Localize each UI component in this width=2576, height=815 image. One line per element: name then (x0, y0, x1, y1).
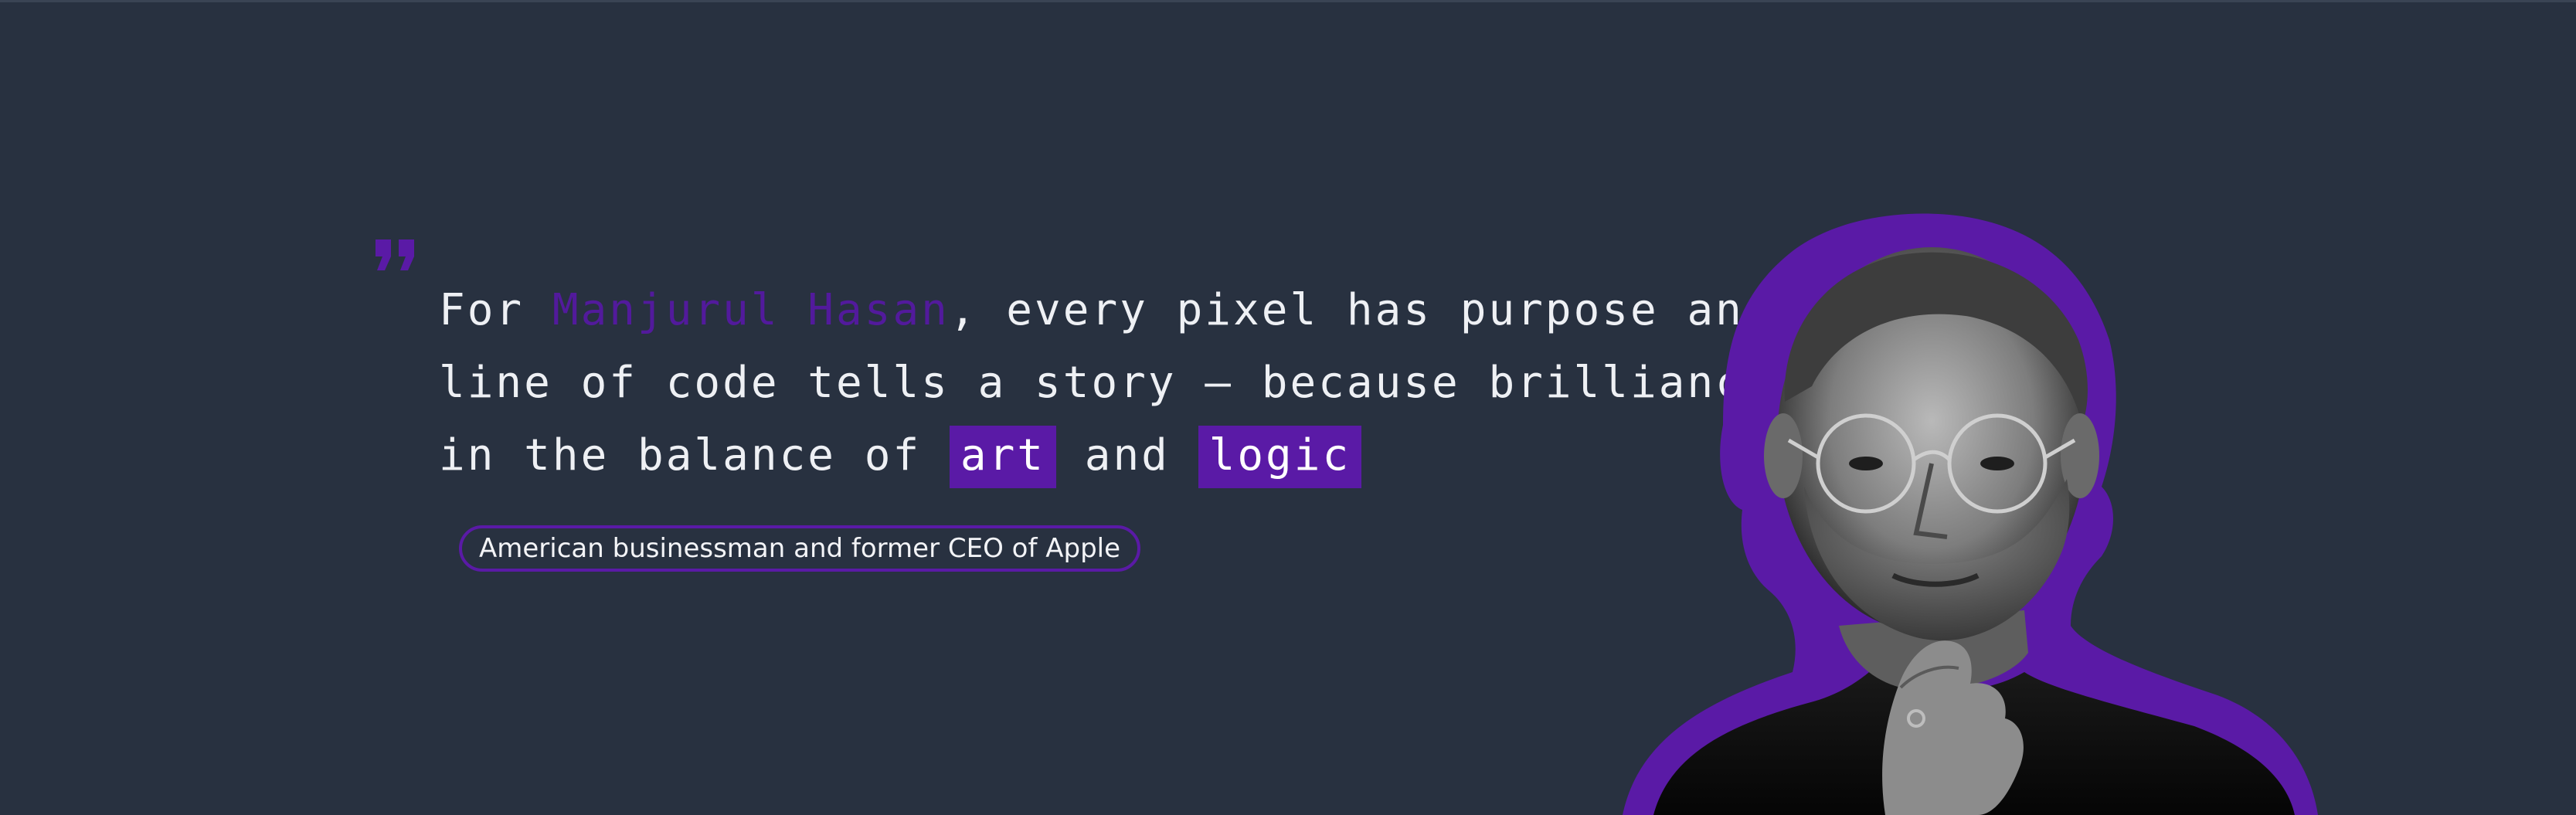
caption-text: American businessman and former CEO of A… (479, 533, 1121, 564)
quote-line-2: line of code tells a story — because bri… (439, 358, 1942, 408)
quote-line-3: in the balance of art and logic (439, 419, 1768, 492)
person-portrait (1623, 213, 2318, 815)
quote-line-1: For Manjurul Hasan, every pixel has purp… (439, 274, 1940, 347)
open-quote-icon (376, 239, 414, 270)
highlight-logic: logic (1198, 426, 1362, 488)
top-border (0, 0, 2576, 2)
quote-text: For Manjurul Hasan, every pixel has purp… (439, 274, 1942, 492)
author-name: Manjurul Hasan (552, 285, 950, 335)
caption-pill: American businessman and former CEO of A… (459, 525, 1141, 572)
quote-and: and (1056, 430, 1198, 481)
highlight-art: art (949, 426, 1057, 488)
quote-line-3-prefix: in the balance of (439, 430, 950, 481)
quote-prefix: For (439, 285, 552, 335)
